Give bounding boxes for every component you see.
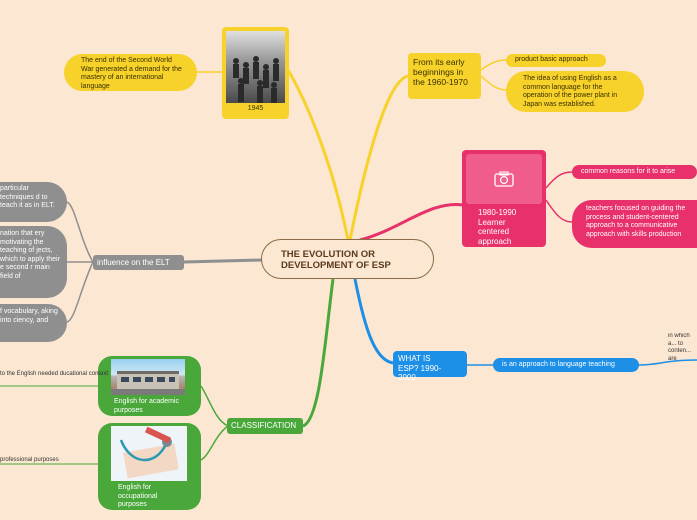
central-topic[interactable]: THE EVOLUTION OR DEVELOPMENT OF ESP <box>261 239 434 279</box>
learner-item-teachers[interactable]: teachers focused on guiding the process … <box>572 200 697 248</box>
academic-label: English for academic purposes <box>114 398 179 414</box>
node-influence-elt[interactable]: influence on the ELT <box>93 255 184 270</box>
influence-note-motivating[interactable]: nation that ery motivating the teaching … <box>0 226 67 298</box>
node-1945-note[interactable]: The end of the Second World War generate… <box>64 54 197 91</box>
camera-placeholder <box>466 154 542 204</box>
early-item-product[interactable]: product basic approach <box>506 54 606 67</box>
learner-item-reasons[interactable]: common reasons for it to arise <box>572 165 697 179</box>
school-building-photo <box>111 359 185 395</box>
school-building-icon <box>111 371 185 395</box>
node-1945-label: 1945 <box>247 105 264 112</box>
node-academic-purposes[interactable]: English for academic purposes <box>98 356 201 416</box>
central-title-line2: DEVELOPMENT OF ESP <box>281 260 391 271</box>
academic-note: to the English needed ducational context <box>0 371 109 377</box>
node-occupational-purposes[interactable]: English for occupational purposes <box>98 423 201 510</box>
medical-photo <box>111 426 187 481</box>
node-learner-centered[interactable]: 1980-1990 Learner centered approach <box>462 150 546 247</box>
occupational-note: professional purposes <box>0 457 59 463</box>
influence-note-vocabulary[interactable]: f vocabulary, aking into ciency, and <box>0 304 67 342</box>
node-1945[interactable]: 1945 <box>222 27 289 119</box>
node-what-is-esp[interactable]: WHAT IS ESP? 1990-2000 <box>393 351 467 382</box>
soldiers-photo <box>226 31 285 103</box>
early-item-japan[interactable]: The idea of using English as a common la… <box>506 71 644 112</box>
node-learner-label: 1980-1990 Learner centered approach <box>478 208 517 246</box>
node-early-beginnings[interactable]: From its early beginnings in the 1960-19… <box>408 53 481 99</box>
what-is-definition[interactable]: is an approach to language teaching <box>493 358 639 372</box>
node-classification[interactable]: CLASSIFICATION <box>227 418 303 434</box>
camera-icon <box>494 171 514 187</box>
central-title-line1: THE EVOLUTION OR <box>281 249 375 260</box>
stethoscope-icon <box>119 426 179 479</box>
marching-soldiers-icon <box>233 56 279 103</box>
what-is-cut-note: in which a... to conten... are based... … <box>668 333 692 362</box>
influence-note-techniques[interactable]: particular techniques d to teach it as i… <box>0 182 67 222</box>
occupational-label: English for occupational purposes <box>118 484 158 508</box>
